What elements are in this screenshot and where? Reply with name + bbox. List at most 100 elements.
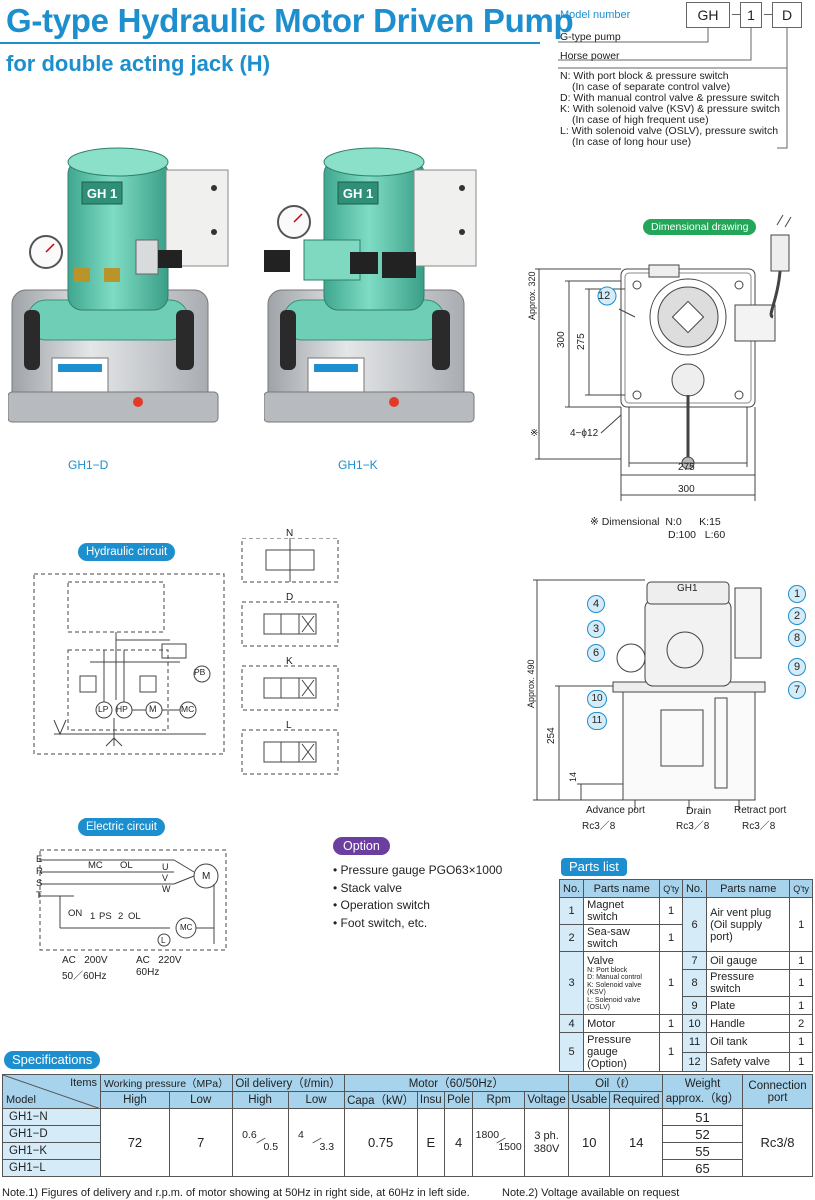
model-option-d: D: With manual control valve & pressure …: [560, 92, 780, 104]
model-part-1: 1: [740, 2, 762, 28]
table-row: 8 Pressure switch 1: [560, 969, 813, 997]
parts-header-name: Parts name: [706, 879, 791, 898]
label-ol: OL: [120, 860, 133, 871]
component-lp: LP: [98, 704, 109, 714]
drain-size: Rc3／8: [676, 821, 710, 832]
option-list: • Pressure gauge PGO63×1000 • Stack valv…: [333, 862, 502, 932]
label-ps: PS: [99, 911, 112, 922]
option-item: • Pressure gauge PGO63×1000: [333, 863, 503, 877]
retract-port-label: Retract port: [734, 805, 787, 816]
table-row: 3 Valve N: Port block D: Manual control …: [558, 951, 813, 1015]
dim-254: 254: [546, 727, 557, 744]
table-row: 12 Safety valve 1: [560, 1051, 813, 1072]
callout-12: 12: [598, 290, 611, 302]
valve-label-d: D: [286, 592, 294, 603]
callout-7: 7: [788, 681, 806, 699]
hydraulic-circuit-badge: Hydraulic circuit: [78, 543, 176, 561]
table-row: GH1−K 55: [2, 1142, 813, 1160]
retract-port-size: Rc3／8: [742, 821, 776, 832]
parts-header-name: Parts name: [583, 879, 661, 898]
component-mc: MC: [181, 704, 195, 714]
spec-items-model-header: Items Model: [2, 1074, 101, 1109]
model-option-l: L: With solenoid valve (OSLV), pressure …: [560, 125, 779, 137]
side-view-motor-label: GH1: [677, 583, 698, 594]
callout-8: 8: [788, 629, 806, 647]
model-option-k-note: (In case of high frequent use): [572, 114, 709, 126]
note-2: Note.2) Voltage available on request: [502, 1187, 680, 1199]
option-item: • Stack valve: [333, 880, 402, 895]
callout-2: 2: [788, 607, 806, 625]
title-rule: [0, 42, 540, 44]
model-dash: [764, 14, 772, 15]
advance-port-label: Advance port: [586, 805, 645, 816]
valve-label-n: N: [286, 528, 294, 539]
pump-photo-gh1-k: GH 1: [264, 147, 477, 423]
valve-label-l: L: [286, 720, 292, 731]
page-subtitle: for double acting jack (H): [6, 51, 271, 76]
valve-symbols: [241, 538, 339, 775]
dimensional-note-1: ※ Dimensional N:0 K:15: [590, 516, 721, 528]
motor-label-text: GH 1: [87, 186, 117, 201]
label-2: 2: [118, 911, 124, 922]
terminal-r: R: [36, 866, 43, 877]
page-title: G-type Hydraulic Motor Driven Pump: [6, 2, 574, 39]
ac-right-voltage: AC 220V: [136, 955, 182, 966]
table-row: GH1−L 65: [2, 1159, 813, 1177]
table-row: 5 Pressure gauge (Option) 1 11 Oil tank …: [558, 1032, 813, 1072]
parts-header-qty: Q'ty: [789, 879, 813, 898]
component-m: M: [149, 704, 157, 714]
drain-label: Drain: [686, 805, 712, 817]
specifications-badge: Specifications: [4, 1051, 101, 1069]
label-ol-2: OL: [128, 911, 141, 922]
ac-left-hz: 50／60Hz: [62, 971, 107, 982]
motor-label-text: GH 1: [343, 186, 373, 201]
callout-10: 10: [587, 690, 607, 708]
dim-mark: ※: [530, 428, 539, 439]
phase-u: U: [162, 862, 169, 872]
label-mc-coil: MC: [180, 923, 193, 932]
parts-header-qty: Q'ty: [659, 879, 683, 898]
table-row: 1 Magnet switch 1 6 Air vent plug (Oil s…: [558, 897, 813, 952]
dimensional-drawing-badge: Dimensional drawing: [643, 219, 757, 235]
dim-approx-320: Approx. 320: [527, 271, 537, 320]
electric-circuit-badge: Electric circuit: [78, 818, 165, 836]
model-option-l-note: (In case of long hour use): [572, 136, 692, 148]
callout-11: 11: [587, 712, 607, 730]
callout-4: 4: [587, 595, 605, 613]
terminal-e: E: [36, 854, 43, 865]
dim-275-vertical: 275: [576, 333, 587, 350]
note-1: Note.1) Figures of delivery and r.p.m. o…: [2, 1187, 470, 1199]
parts-header-no: No.: [681, 879, 708, 898]
option-item: • Foot switch, etc.: [333, 915, 428, 930]
table-row: 4 Motor 1 10 Handle 2: [558, 1014, 813, 1033]
dimensional-note-2: D:100 L:60: [668, 529, 726, 541]
ac-left-voltage: AC 200V: [62, 955, 108, 966]
valve-sub-list: N: Port block D: Manual control K: Solen…: [587, 966, 642, 1012]
model-part-d: D: [772, 2, 802, 28]
dim-holes: 4−ϕ12: [570, 428, 599, 439]
terminal-t: T: [36, 890, 42, 901]
model-number-leader-lines: [558, 28, 788, 149]
callout-1: 1: [788, 585, 806, 603]
dimensional-drawing-side-view: [533, 579, 766, 810]
label-motor-m: M: [202, 871, 211, 882]
dim-approx-490: Approx. 490: [526, 659, 536, 708]
label-on: ON: [68, 908, 83, 919]
diagonal-line: [3, 1075, 101, 1109]
parts-list-table: No. Parts name Q'ty No. Parts name Q'ty …: [558, 879, 813, 1072]
dim-300-horizontal: 300: [678, 484, 695, 495]
label-lamp: L: [161, 936, 166, 945]
ac-right-hz: 60Hz: [136, 967, 160, 978]
model-line-gtype: G-type pump: [560, 31, 621, 43]
electric-circuit-diagram: [39, 849, 227, 951]
model-option-n: N: With port block & pressure switch: [560, 70, 729, 82]
option-item: • Operation switch: [333, 898, 430, 912]
photo-caption-gh1-k: GH1−K: [338, 458, 378, 472]
advance-port-size: Rc3／8: [582, 821, 616, 832]
dimensional-drawing-top-view: [535, 214, 792, 501]
dim-275-horizontal: 275: [678, 462, 695, 473]
dim-14: 14: [568, 771, 578, 782]
parts-list-badge: Parts list: [561, 858, 627, 876]
